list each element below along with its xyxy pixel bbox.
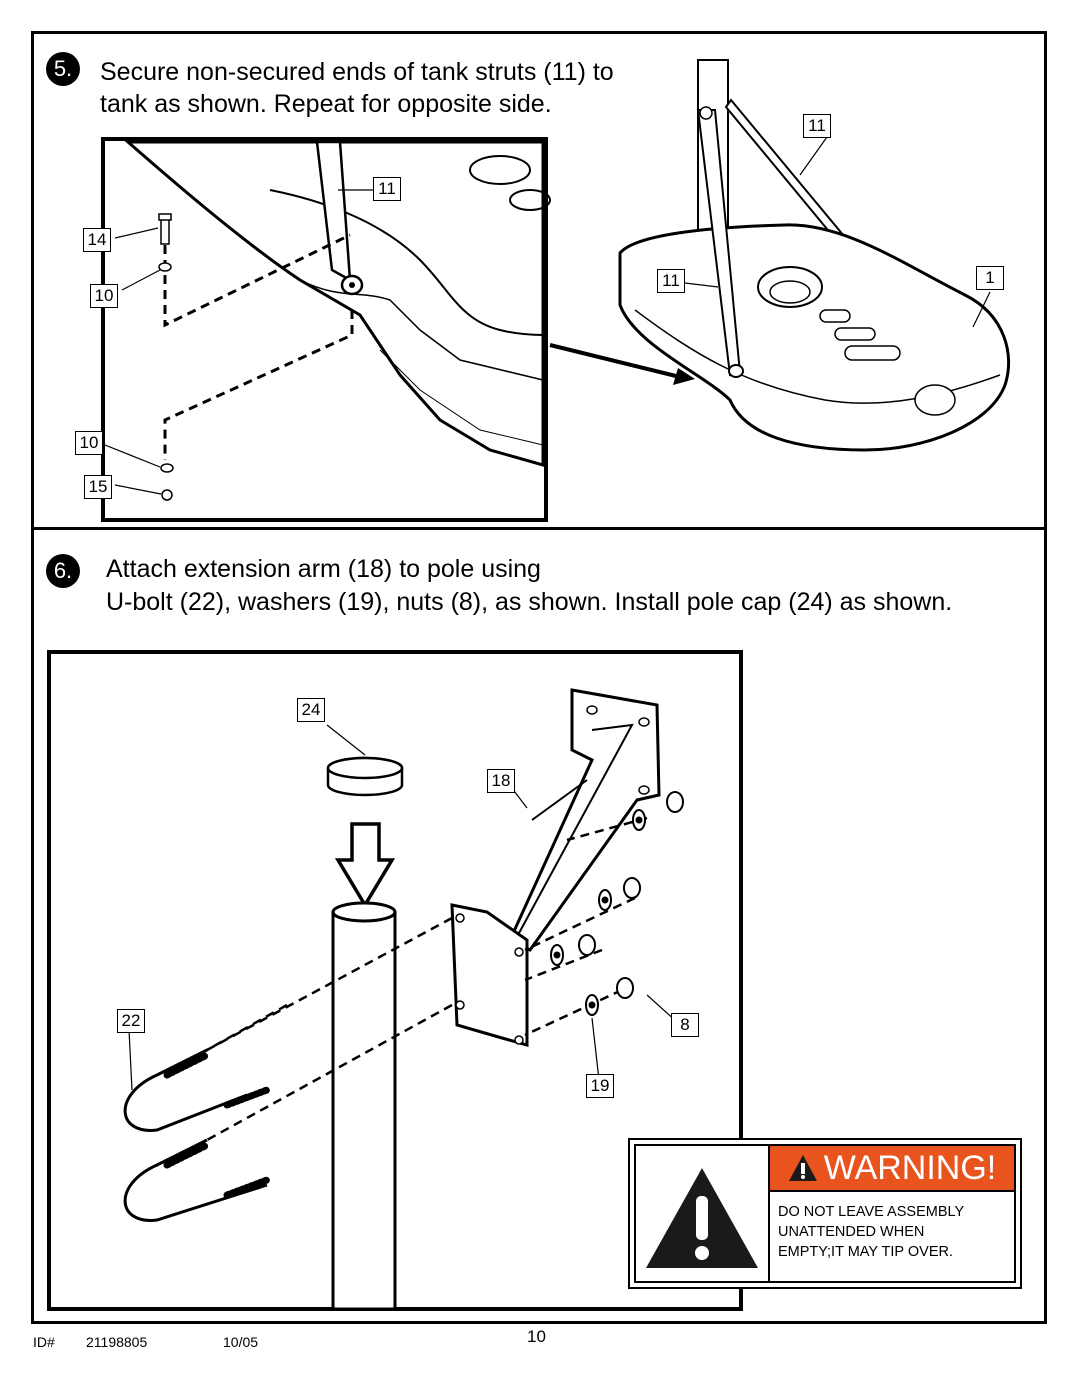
warning-title: WARNING! bbox=[823, 1148, 997, 1187]
step-6-line-2: U-bolt (22), washers (19), nuts (8), as … bbox=[106, 588, 953, 616]
callout-8: 8 bbox=[671, 1013, 699, 1037]
callout-18: 18 bbox=[487, 769, 515, 793]
callout-15: 15 bbox=[84, 475, 112, 499]
callout-11-detail: 11 bbox=[373, 177, 401, 201]
warning-line-2: UNATTENDED WHEN bbox=[778, 1224, 925, 1240]
footer-id-label: ID# bbox=[33, 1334, 55, 1350]
callout-10-lower: 10 bbox=[75, 431, 103, 455]
footer-date: 10/05 bbox=[223, 1334, 259, 1350]
step-6-badge: 6. bbox=[46, 554, 80, 588]
tank-strut-detail-illustration bbox=[101, 137, 551, 522]
warning-triangle-icon bbox=[646, 1168, 758, 1268]
warning-line-3: EMPTY;IT MAY TIP OVER. bbox=[778, 1244, 953, 1260]
warning-line-1: DO NOT LEAVE ASSEMBLY bbox=[778, 1204, 965, 1220]
extension-arm-illustration bbox=[47, 650, 743, 1311]
warning-header: WARNING! bbox=[768, 1146, 1014, 1192]
warning-small-triangle-icon bbox=[788, 1155, 817, 1181]
callout-1: 1 bbox=[976, 266, 1004, 290]
footer-id-value: 21198805 bbox=[86, 1334, 148, 1350]
step-6-line-1: Attach extension arm (18) to pole using bbox=[106, 555, 541, 583]
callout-11-side: 11 bbox=[657, 269, 685, 293]
callout-22: 22 bbox=[117, 1009, 145, 1033]
page-frame bbox=[31, 31, 1047, 1324]
warning-message: DO NOT LEAVE ASSEMBLY UNATTENDED WHEN EM… bbox=[768, 1192, 1014, 1281]
callout-19: 19 bbox=[586, 1074, 614, 1098]
callout-24: 24 bbox=[297, 698, 325, 722]
tank-overview-illustration bbox=[549, 59, 1011, 452]
callout-11-top: 11 bbox=[803, 114, 831, 138]
page-number: 10 bbox=[527, 1327, 546, 1346]
step-5-line-1: Secure non-secured ends of tank struts (… bbox=[100, 58, 614, 86]
warning-label: WARNING! DO NOT LEAVE ASSEMBLY UNATTENDE… bbox=[628, 1138, 1022, 1289]
callout-10-upper: 10 bbox=[90, 284, 118, 308]
callout-14: 14 bbox=[83, 228, 111, 252]
section-divider bbox=[31, 527, 1047, 530]
step-5-line-2: tank as shown. Repeat for opposite side. bbox=[100, 90, 552, 118]
step-5-badge: 5. bbox=[46, 52, 80, 86]
